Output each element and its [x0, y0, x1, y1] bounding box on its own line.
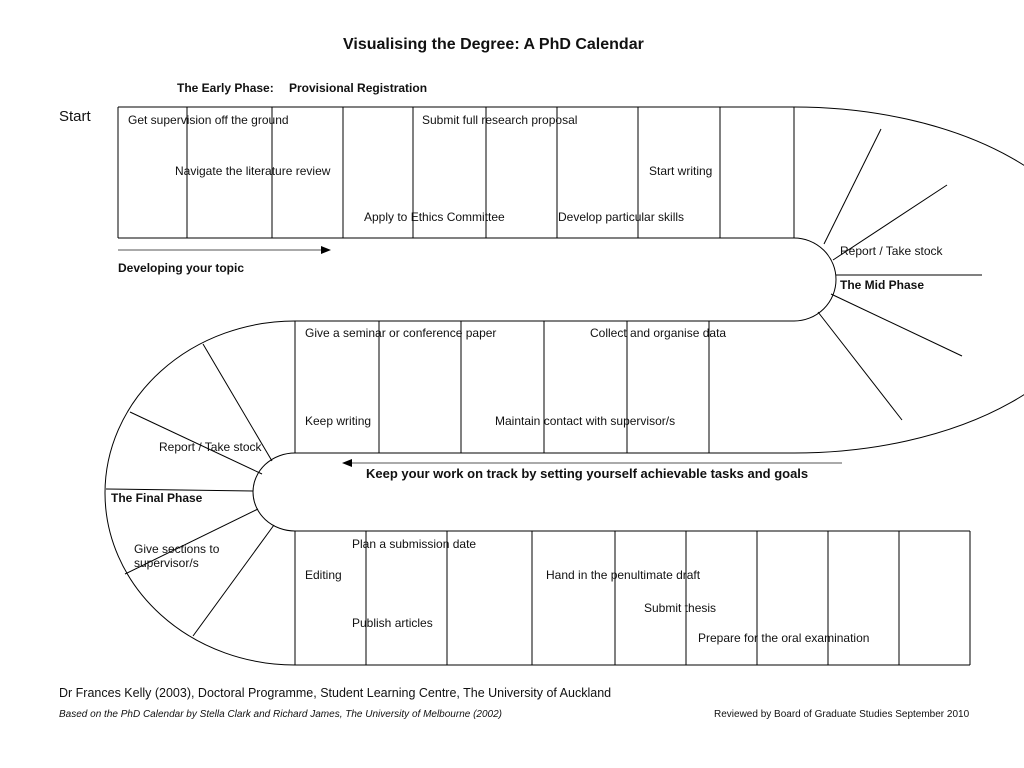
left-turn-divider	[192, 524, 275, 637]
left-turn-inner-arc	[252, 452, 296, 532]
left-turn-divider	[124, 508, 259, 575]
footer-credit: Dr Frances Kelly (2003), Doctoral Progra…	[59, 686, 612, 700]
task-start-writing: Start writing	[649, 164, 713, 178]
footer-based-on: Based on the PhD Calendar by Stella Clar…	[59, 709, 502, 720]
task-ethics-committee: Apply to Ethics Committee	[364, 210, 505, 224]
final-report-label: Report / Take stock	[159, 440, 262, 454]
footer-reviewed: Reviewed by Board of Graduate Studies Se…	[714, 709, 970, 720]
right-turn-divider	[823, 128, 882, 245]
left-turn-divider	[129, 411, 263, 475]
developing-topic-label: Developing your topic	[118, 261, 245, 275]
track-arrowhead	[342, 459, 352, 467]
early-phase-subheading: Provisional Registration	[289, 81, 428, 95]
final-phase-heading: The Final Phase	[111, 491, 203, 505]
page-title: Visualising the Degree: A PhD Calendar	[343, 36, 644, 53]
mid-phase-heading: The Mid Phase	[840, 278, 925, 292]
early-phase-heading: The Early Phase:	[177, 81, 274, 95]
mid-report-label: Report / Take stock	[840, 244, 943, 258]
right-turn-divider	[830, 293, 963, 357]
left-turn-divider	[202, 343, 273, 462]
developing-arrowhead	[321, 246, 331, 254]
task-plan-submission: Plan a submission date	[352, 537, 477, 551]
task-submit-thesis: Submit thesis	[644, 601, 717, 615]
right-turn-divider	[832, 184, 948, 261]
task-editing: Editing	[305, 568, 342, 582]
task-penultimate-draft: Hand in the penultimate draft	[546, 568, 701, 582]
left-turn-divider	[105, 488, 254, 492]
task-literature-review: Navigate the literature review	[175, 164, 331, 178]
left-turn-outer-arc	[104, 320, 296, 666]
task-give-sections: Give sections to supervisor/s	[134, 542, 220, 570]
task-develop-skills: Develop particular skills	[558, 210, 685, 224]
start-label: Start	[59, 108, 91, 125]
task-research-proposal: Submit full research proposal	[422, 113, 578, 127]
keep-on-track-label: Keep your work on track by setting yours…	[366, 466, 809, 481]
right-turn-divider	[817, 311, 903, 421]
task-oral-examination: Prepare for the oral examination	[698, 631, 870, 645]
right-turn-outer-arc	[793, 106, 1024, 454]
task-publish-articles: Publish articles	[352, 616, 433, 630]
task-keep-writing: Keep writing	[305, 414, 372, 428]
task-get-supervision: Get supervision off the ground	[128, 113, 289, 127]
task-seminar: Give a seminar or conference paper	[305, 326, 497, 340]
right-turn-inner-arc	[793, 237, 837, 322]
task-collect-data: Collect and organise data	[590, 326, 727, 340]
task-maintain-contact: Maintain contact with supervisor/s	[495, 414, 676, 428]
